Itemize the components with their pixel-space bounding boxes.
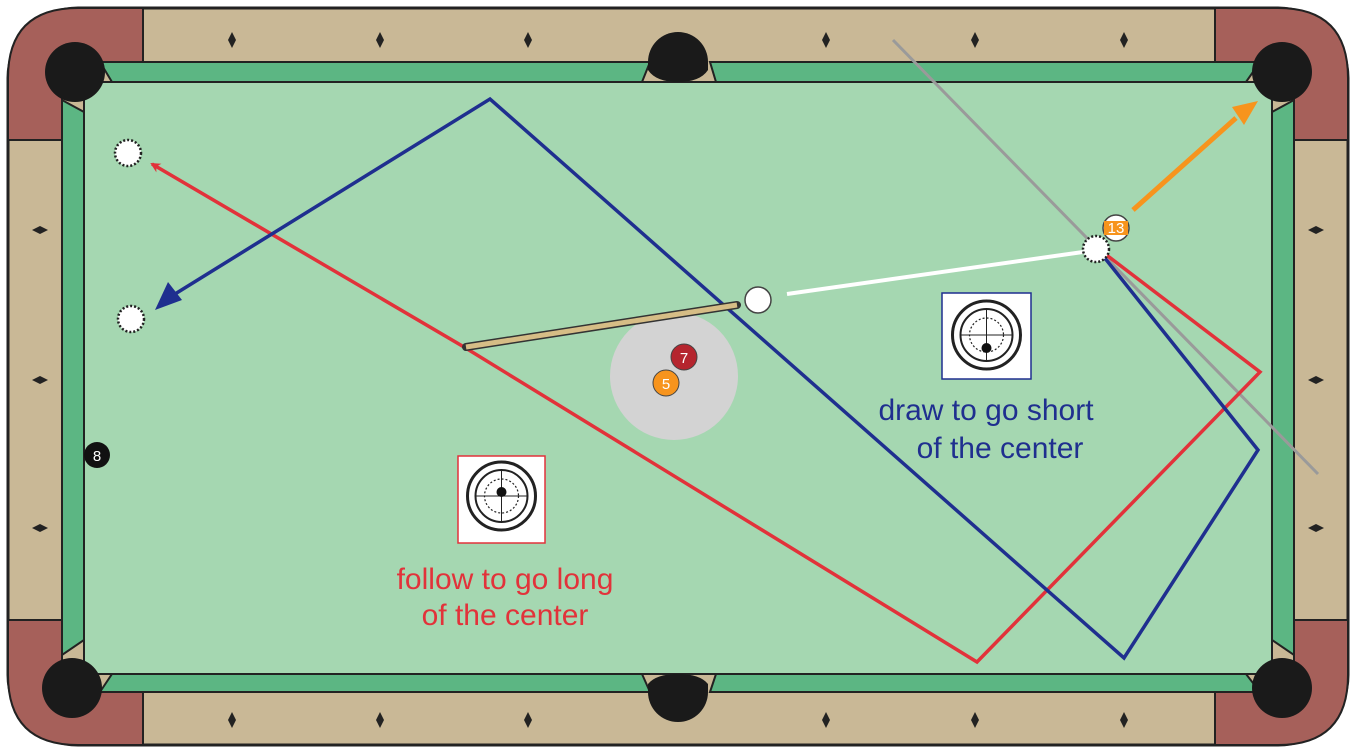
pockets bbox=[42, 32, 1312, 722]
object-ball-path bbox=[1131, 116, 1238, 212]
tip-target-draw-icon bbox=[941, 292, 1032, 380]
tip-target-follow-icon bbox=[457, 455, 546, 544]
svg-text:8: 8 bbox=[93, 448, 101, 465]
ghost-balls bbox=[113, 138, 1111, 334]
follow-label-line2: of the center bbox=[422, 599, 589, 632]
ghost-ball-contact bbox=[1081, 234, 1111, 264]
ghost-ball-follow-end bbox=[113, 138, 143, 168]
svg-text:13: 13 bbox=[1108, 220, 1125, 237]
ball-13: 13 bbox=[1102, 214, 1130, 242]
cushions bbox=[61, 61, 1295, 693]
cue-ball-path bbox=[786, 250, 1084, 296]
follow-label-line1: follow to go long bbox=[397, 563, 614, 596]
rail-diamonds bbox=[32, 32, 1324, 728]
draw-label-line1: draw to go short bbox=[878, 394, 1094, 427]
draw-arrow-icon bbox=[155, 282, 182, 310]
object-arrow-icon bbox=[1232, 101, 1258, 125]
ball-5: 5 bbox=[652, 369, 680, 397]
ball-8: 8 bbox=[84, 442, 110, 468]
ball-7: 7 bbox=[670, 343, 698, 371]
svg-text:5: 5 bbox=[662, 376, 670, 393]
svg-text:7: 7 bbox=[680, 350, 688, 367]
cue-ball bbox=[744, 286, 772, 314]
draw-label-line2: of the center bbox=[917, 432, 1084, 465]
ghost-ball-draw-end bbox=[116, 304, 146, 334]
cue-stick bbox=[462, 301, 741, 351]
follow-path bbox=[150, 162, 1263, 665]
draw-path bbox=[174, 96, 1261, 661]
